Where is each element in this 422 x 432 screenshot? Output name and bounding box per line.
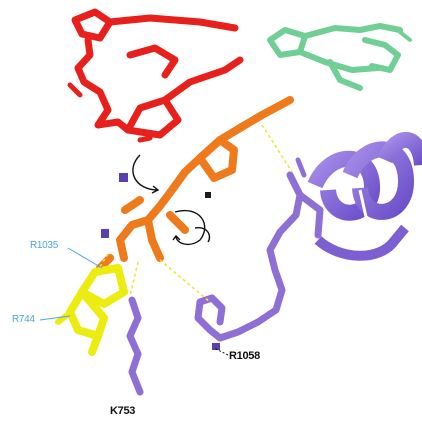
curved-arrow-icon [132, 154, 211, 246]
residue-label-r1058: R1058 [229, 350, 260, 362]
orange-molecule [96, 96, 294, 272]
green-molecule [267, 23, 412, 91]
residue-label-r1035: R1035 [30, 240, 58, 251]
yellow-molecule [55, 264, 128, 356]
purple-lysine [126, 296, 144, 396]
label-leader-lines [39, 247, 229, 356]
residue-label-r744: R744 [12, 314, 35, 325]
purple-chain [194, 157, 324, 342]
dark-atoms [101, 173, 220, 350]
red-molecule [67, 8, 244, 143]
purple-helix [307, 132, 422, 261]
residue-label-k753: K753 [110, 405, 136, 417]
hydrogen-bond-dash [97, 124, 293, 303]
